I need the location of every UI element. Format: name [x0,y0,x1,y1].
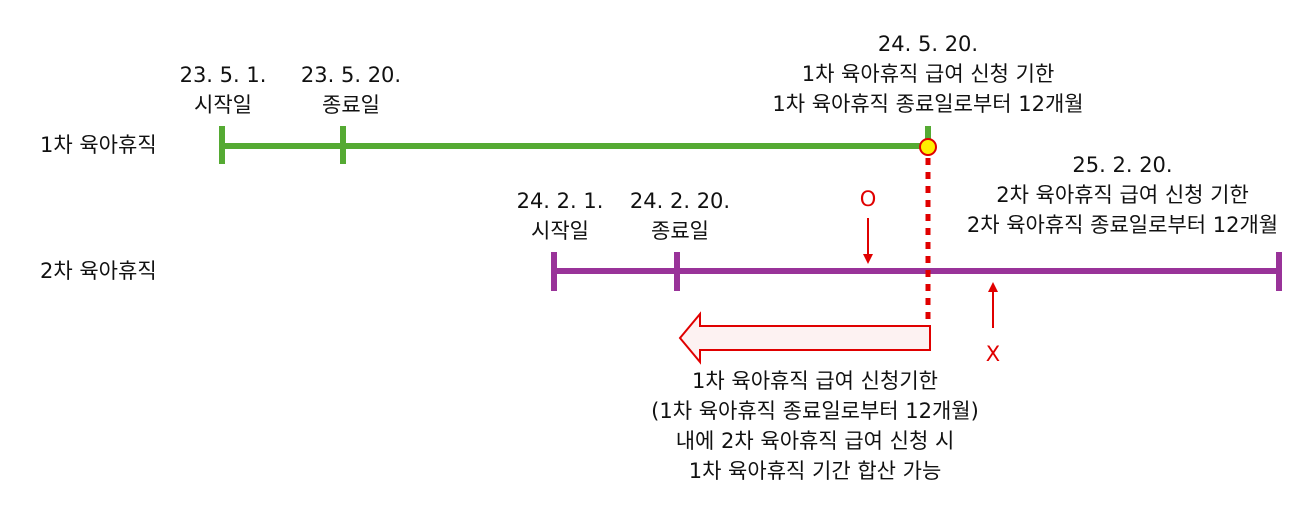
first-end-caption: 종료일 [322,93,380,117]
first-start-tick [219,126,225,164]
first-start-date: 23. 5. 1. [179,63,267,87]
second-deadline-date: 25. 2. 20. [1072,153,1173,177]
second-deadline-line2: 2차 육아휴직 종료일로부터 12개월 [966,213,1279,237]
ok-arrow-head [863,254,873,264]
not-ok-marker-label: X [985,342,1001,366]
first-start-caption: 시작일 [194,93,252,117]
second-start-tick [551,252,557,291]
second-deadline-tick [1276,252,1282,291]
first-deadline-dot [919,138,937,156]
note-line3: 내에 2차 육아휴직 급여 신청 시 [675,429,955,453]
second-leave-timeline [554,268,1281,274]
second-end-caption: 종료일 [651,219,709,243]
second-deadline-line1: 2차 육아휴직 급여 신청 기한 [996,183,1249,207]
first-deadline-line2: 1차 육아휴직 종료일로부터 12개월 [772,92,1084,116]
second-start-date: 24. 2. 1. [516,189,604,213]
first-deadline-line1: 1차 육아휴직 급여 신청 기한 [801,62,1055,86]
first-end-tick [340,126,346,164]
note-line4: 1차 육아휴직 기간 합산 가능 [688,459,942,483]
not-ok-arrow-head [988,282,998,292]
second-start-caption: 시작일 [531,219,589,243]
first-end-date: 23. 5. 20. [300,63,402,87]
note-line1: 1차 육아휴직 급여 신청기한 [692,369,938,393]
row-label-first-leave: 1차 육아휴직 [40,133,157,157]
note-line2: (1차 육아휴직 종료일로부터 12개월) [651,399,979,423]
first-leave-timeline [222,143,930,149]
left-arrow-shape [678,311,931,365]
first-deadline-tick [925,126,931,148]
ok-marker-label: O [859,187,877,211]
first-deadline-date: 24. 5. 20. [877,32,979,56]
second-end-date: 24. 2. 20. [629,189,731,213]
second-end-tick [674,252,680,291]
row-label-second-leave: 2차 육아휴직 [40,259,157,283]
